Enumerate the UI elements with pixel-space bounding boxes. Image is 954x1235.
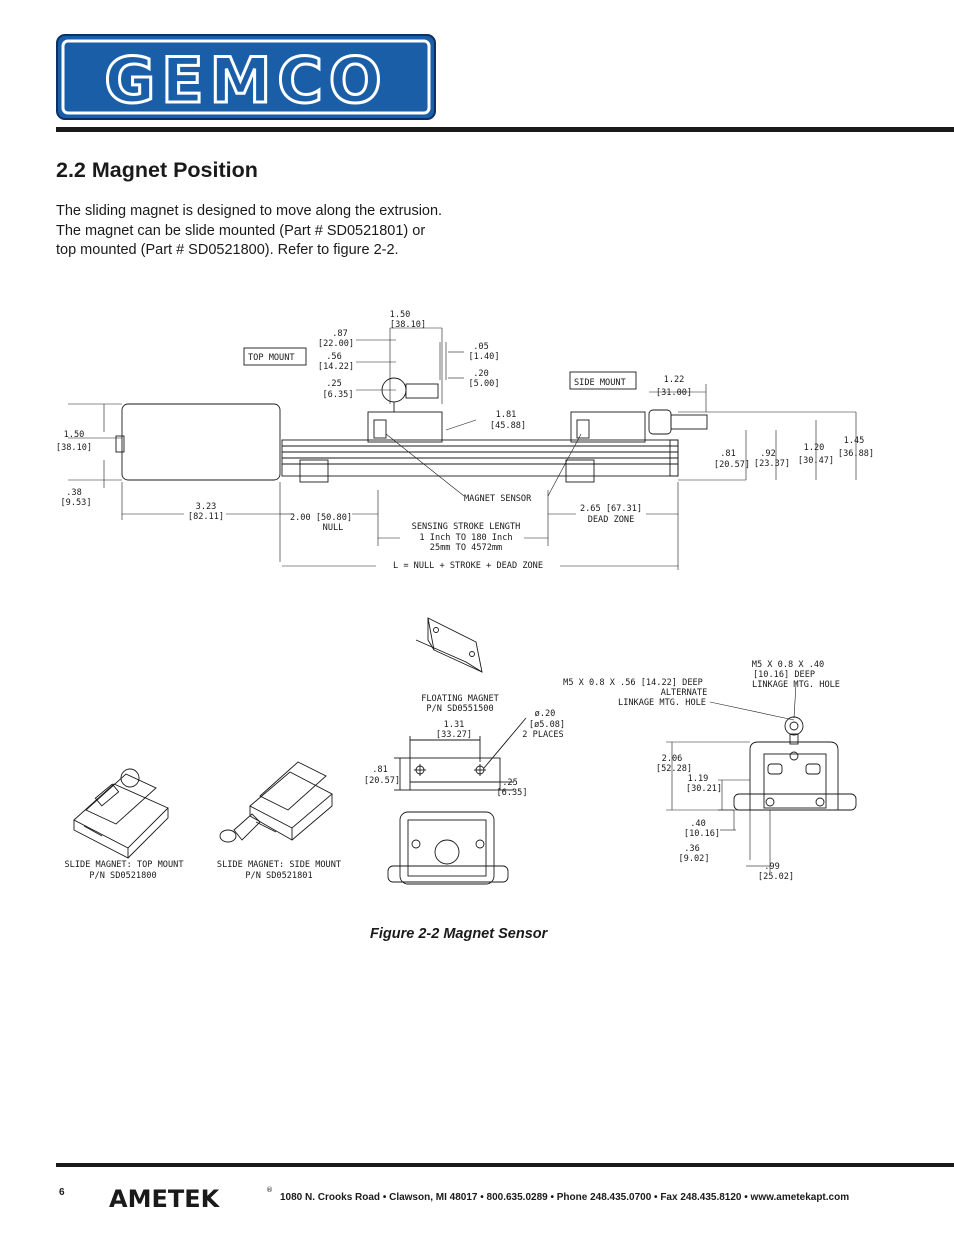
linkage-dim-2-06-in: 2.06 — [662, 754, 683, 764]
null-label: NULL — [323, 523, 344, 533]
sensor-assembly-drawing — [115, 377, 708, 483]
dim-1-50-left-in: 1.50 — [64, 430, 85, 440]
dim-0-20-mm: [5.00] — [468, 379, 499, 389]
fm-dim-0-25-mm: [6.35] — [496, 788, 527, 798]
linkage-alt-thread: M5 X 0.8 X .56 [14.22] DEEP — [563, 678, 703, 688]
sensing-range-inch: 1 Inch TO 180 Inch — [419, 533, 512, 543]
linkage-dimension-lines — [666, 683, 797, 872]
floating-magnet-name: FLOATING MAGNET — [421, 694, 499, 704]
dim-0-56-in: .56 — [326, 352, 342, 362]
dim-2-65: 2.65 [67.31] — [580, 504, 642, 514]
dim-0-20-in: .20 — [473, 369, 489, 379]
linkage-drawing — [733, 716, 857, 811]
dim-1-22-mm: [31.00] — [656, 388, 692, 398]
dim-3-23-mm: [82.11] — [188, 512, 224, 522]
figure-caption: Figure 2-2 Magnet Sensor — [370, 926, 548, 942]
linkage-dim-0-36-in: .36 — [684, 844, 700, 854]
fm-dim-0-81-in: .81 — [372, 765, 388, 775]
dim-0-92-mm: [23.37] — [754, 459, 790, 469]
sensing-stroke-label: SENSING STROKE LENGTH — [412, 522, 521, 532]
dim-0-25-mm: [6.35] — [322, 390, 353, 400]
intro-paragraph: The sliding magnet is designed to move a… — [56, 202, 471, 261]
dim-1-81-in: 1.81 — [496, 410, 517, 420]
floating-magnet-part: P/N SD0551500 — [426, 704, 493, 714]
sensing-range-mm: 25mm TO 4572mm — [430, 543, 502, 553]
slide-side-mount-name: SLIDE MAGNET: SIDE MOUNT — [217, 860, 341, 870]
fm-dim-1-31-in: 1.31 — [444, 720, 465, 730]
linkage-dim-1-19-mm: [30.21] — [686, 784, 722, 794]
svg-text:®: ® — [437, 36, 438, 47]
linkage-dim-2-06-mm: [52.28] — [656, 764, 692, 774]
footer-address: 1080 N. Crooks Road • Clawson, MI 48017 … — [280, 1192, 850, 1203]
fm-dim-0-25-in: .25 — [502, 778, 518, 788]
slide-side-mount-part: P/N SD0521801 — [245, 871, 312, 881]
dim-1-50-top-mm: [38.10] — [390, 320, 426, 330]
svg-text:GEMCO: GEMCO — [104, 44, 387, 117]
dimension-lines — [68, 327, 857, 570]
dim-1-45-in: 1.45 — [844, 436, 865, 446]
linkage-alt-hole: LINKAGE MTG. HOLE — [618, 698, 706, 708]
dim-0-81-in: .81 — [720, 449, 736, 459]
dim-0-38-in: .38 — [66, 488, 82, 498]
linkage-dim-1-19-in: 1.19 — [688, 774, 709, 784]
length-formula: L = NULL + STROKE + DEAD ZONE — [393, 561, 543, 571]
dim-0-87-in: .87 — [332, 329, 348, 339]
top-mount-label: TOP MOUNT — [248, 353, 295, 363]
linkage-dim-0-36-mm: [9.02] — [678, 854, 709, 864]
linkage-dim-0-40-in: .40 — [690, 819, 706, 829]
dim-3-23-in: 3.23 — [196, 502, 217, 512]
dim-0-05-mm: [1.40] — [468, 352, 499, 362]
slide-top-mount-name: SLIDE MAGNET: TOP MOUNT — [65, 860, 184, 870]
dim-1-20-in: 1.20 — [804, 443, 825, 453]
linkage-dim-0-99-mm: [25.02] — [758, 872, 794, 882]
dim-0-38-mm: [9.53] — [60, 498, 91, 508]
fm-dim-0-81-mm: [20.57] — [364, 776, 400, 786]
intro-line: top mounted (Part # SD0521800). Refer to… — [56, 242, 399, 258]
slide-magnet-side-mount-drawing — [219, 761, 333, 843]
linkage-m5-hole: LINKAGE MTG. HOLE — [752, 680, 840, 690]
slide-top-mount-part: P/N SD0521800 — [89, 871, 156, 881]
svg-text:AMETEK: AMETEK — [109, 1185, 221, 1211]
dim-1-50-left-mm: [38.10] — [56, 443, 92, 453]
page-number: 6 — [59, 1187, 65, 1198]
fm-hole-count: 2 PLACES — [522, 730, 563, 740]
side-mount-label: SIDE MOUNT — [574, 378, 626, 388]
floating-magnet-views — [387, 717, 527, 885]
dim-2-00: 2.00 [50.80] — [290, 513, 352, 523]
gemco-logo: GEMCO ® — [56, 34, 438, 120]
top-label-box — [243, 347, 637, 390]
fm-hole-dia: ø.20 — [535, 709, 556, 719]
ametek-logo: AMETEK ® — [109, 1185, 273, 1211]
dead-zone-label: DEAD ZONE — [588, 515, 635, 525]
magnet-sensor-figure: TOP MOUNT SIDE MOUNT MAGNET SENSOR 2.00 … — [56, 310, 874, 885]
linkage-m5-depth: [10.16] DEEP — [753, 670, 815, 680]
dim-1-50-top-in: 1.50 — [390, 310, 411, 320]
fm-dim-1-31-mm: [33.27] — [436, 730, 472, 740]
linkage-m5-thread: M5 X 0.8 X .40 — [752, 660, 824, 670]
footer-rule — [56, 1163, 954, 1167]
dim-0-05-in: .05 — [473, 342, 489, 352]
intro-line: The magnet can be slide mounted (Part # … — [56, 222, 426, 239]
dim-0-25-in: .25 — [326, 379, 342, 389]
dim-0-87-mm: [22.00] — [318, 339, 354, 349]
section-heading: 2.2 Magnet Position — [56, 158, 258, 182]
dim-0-92-in: .92 — [760, 449, 776, 459]
dim-1-81-mm: [45.88] — [490, 421, 526, 431]
magnet-sensor-label: MAGNET SENSOR — [464, 494, 532, 504]
svg-text:®: ® — [266, 1186, 273, 1194]
linkage-alt-label: ALTERNATE — [661, 688, 708, 698]
dim-1-22-in: 1.22 — [664, 375, 685, 385]
linkage-dim-0-40-mm: [10.16] — [684, 829, 720, 839]
linkage-dim-0-99-in: .99 — [764, 862, 780, 872]
dim-1-20-mm: [30.47] — [798, 456, 834, 466]
dim-1-45-mm: [36.88] — [838, 449, 874, 459]
floating-magnet-drawing — [415, 617, 483, 673]
dim-0-56-mm: [14.22] — [318, 362, 354, 372]
header-rule — [56, 127, 954, 132]
fm-hole-dia-mm: [ø5.08] — [529, 720, 565, 730]
dim-0-81-mm: [20.57] — [714, 460, 750, 470]
intro-line: The sliding magnet is designed to move a… — [56, 203, 443, 219]
slide-magnet-top-mount-drawing — [73, 768, 169, 859]
